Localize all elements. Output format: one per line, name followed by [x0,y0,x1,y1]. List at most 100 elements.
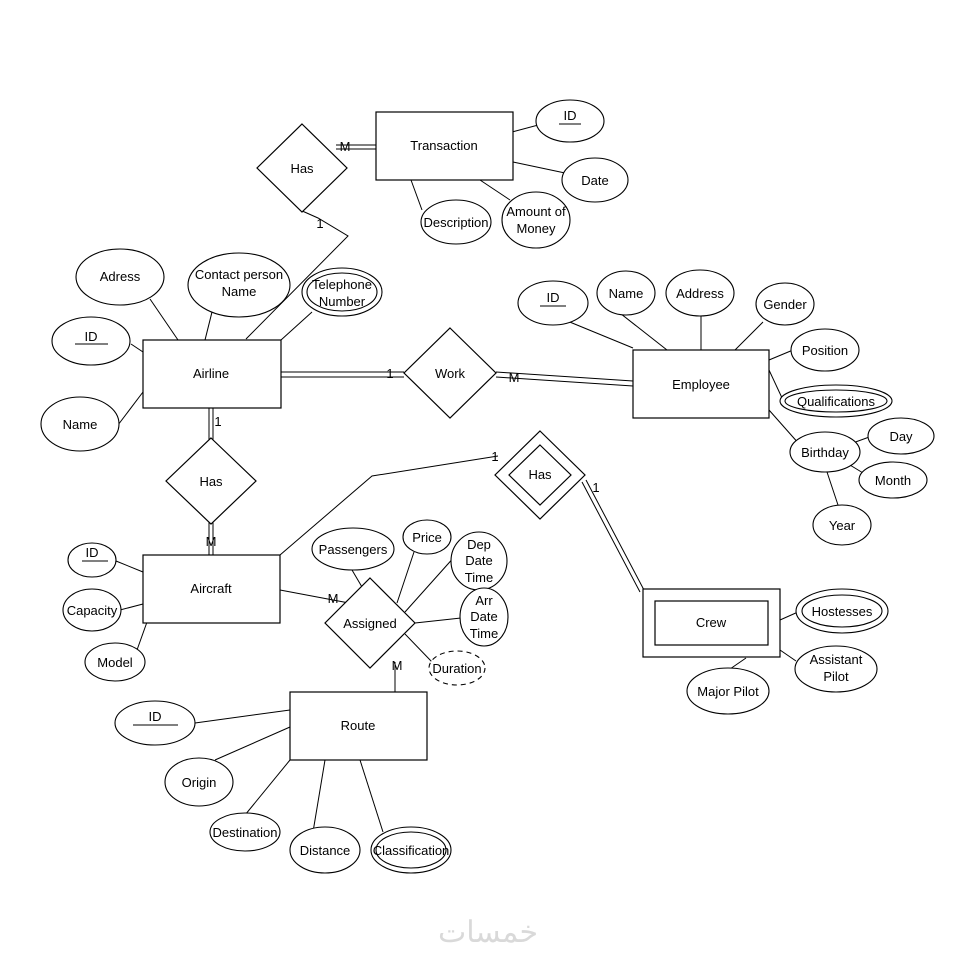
relationship-work[interactable]: Work [403,327,497,419]
attr-assigned-price[interactable]: Price [402,519,452,555]
entity-aircraft[interactable]: Aircraft [142,554,281,624]
attr-employee-position-label: Position [802,343,848,358]
attr-employee-id[interactable]: ID [517,280,589,326]
entity-employee-label: Employee [672,377,730,392]
attr-airline-id[interactable]: ID [51,316,131,366]
identifying-relationship-has-crew[interactable]: Has [494,430,586,520]
attr-employee-qualifications-label: Qualifications [797,394,876,409]
attr-crew-assistant-line2: Pilot [823,669,849,684]
cardinality-aircraft-has: M [206,534,217,549]
cardinality-airline-work: 1 [386,366,393,381]
entity-employee[interactable]: Employee [632,349,770,419]
attr-route-distance[interactable]: Distance [289,826,361,874]
cardinality-aircraft-assigned: M [328,591,339,606]
cardinality-employee-work: M [509,370,520,385]
attr-assigned-arr-line3: Time [470,626,498,641]
attr-employee-year-label: Year [829,518,856,533]
attr-crew-hostesses[interactable]: Hostesses [795,588,889,634]
entity-route-label: Route [341,718,376,733]
relationship-has-transaction[interactable]: Has [256,123,348,213]
attr-route-classification-label: Classification [373,843,450,858]
attr-route-id[interactable]: ID [114,700,196,746]
attr-employee-birthday[interactable]: Birthday [789,431,861,473]
attr-assigned-arr-line2: Date [470,609,497,624]
attr-airline-address[interactable]: Adress [75,248,165,306]
attr-transaction-description[interactable]: Description [420,199,492,245]
watermark-logo: خمسات [438,916,538,949]
relationship-assigned[interactable]: Assigned [324,577,416,669]
attr-airline-contact-line2: Name [222,284,257,299]
attr-crew-assistant-pilot[interactable]: Assistant Pilot [794,645,878,693]
attr-assigned-dep-line1: Dep [467,537,491,552]
attr-airline-contact[interactable]: Contact person Name [187,252,291,318]
entity-route[interactable]: Route [289,691,428,761]
attr-route-origin-label: Origin [182,775,217,790]
attr-employee-address[interactable]: Address [665,269,735,317]
cardinality-transaction-has: M [340,139,351,154]
attr-route-destination-label: Destination [212,825,277,840]
entity-transaction-label: Transaction [410,138,477,153]
entity-airline[interactable]: Airline [142,339,282,409]
attr-employee-position[interactable]: Position [790,328,860,372]
cardinality-airline-has: 1 [316,216,323,231]
attr-transaction-amount-line2: Money [516,221,556,236]
attr-aircraft-capacity-label: Capacity [67,603,118,618]
attr-employee-month[interactable]: Month [858,461,928,499]
attr-route-classification[interactable]: Classification [370,826,452,874]
attr-airline-id-label: ID [85,329,98,344]
attr-crew-assistant-line1: Assistant [810,652,863,667]
attr-employee-address-label: Address [676,286,724,301]
cardinality-airline-weak-has: 1 [491,449,498,464]
cardinality-crew-weak-has: 1 [592,480,599,495]
attr-route-distance-label: Distance [300,843,351,858]
attr-airline-telephone[interactable]: Telephone Number [301,267,383,317]
attr-route-destination[interactable]: Destination [209,812,281,852]
attr-assigned-dep-line2: Date [465,553,492,568]
attr-aircraft-model[interactable]: Model [84,642,146,682]
attr-transaction-date[interactable]: Date [561,157,629,203]
attr-route-id-label: ID [149,709,162,724]
attr-employee-gender[interactable]: Gender [755,282,815,326]
attr-aircraft-id[interactable]: ID [67,542,117,578]
relationship-has-crew-label: Has [528,467,552,482]
attr-assigned-dep-date-time[interactable]: Dep Date Time [450,531,508,591]
relationship-has-transaction-label: Has [290,161,314,176]
relationship-has-aircraft-label: Has [199,474,223,489]
attr-route-origin[interactable]: Origin [164,757,234,807]
relationship-has-aircraft[interactable]: Has [165,437,257,525]
attr-transaction-id[interactable]: ID [535,99,605,143]
attr-employee-day[interactable]: Day [867,417,935,455]
cardinality-route-assigned: M [392,658,403,673]
attr-airline-contact-line1: Contact person [195,267,283,282]
attr-crew-major-pilot[interactable]: Major Pilot [686,667,770,715]
cardinality-labels: M 1 1 M 1 M 1 1 M M [206,139,600,673]
attr-employee-month-label: Month [875,473,911,488]
attr-employee-name-label: Name [609,286,644,301]
attr-aircraft-capacity[interactable]: Capacity [62,588,122,632]
attr-airline-name[interactable]: Name [40,396,120,452]
attr-crew-major-pilot-label: Major Pilot [697,684,759,699]
attr-transaction-amount[interactable]: Amount of Money [501,191,571,249]
attr-employee-id-label: ID [547,290,560,305]
attr-assigned-passengers[interactable]: Passengers [311,527,395,571]
attr-transaction-date-label: Date [581,173,608,188]
attr-airline-telephone-line2: Number [319,294,366,309]
attr-airline-telephone-line1: Telephone [312,277,372,292]
attr-employee-name[interactable]: Name [596,270,656,316]
attr-employee-qualifications[interactable]: Qualifications [779,384,893,418]
attr-assigned-arr-date-time[interactable]: Arr Date Time [459,587,509,647]
attr-employee-year[interactable]: Year [812,504,872,546]
attr-assigned-price-label: Price [412,530,442,545]
entity-crew-label: Crew [696,615,727,630]
relationship-work-label: Work [435,366,466,381]
attr-transaction-description-label: Description [423,215,488,230]
attr-airline-address-label: Adress [100,269,141,284]
entity-transaction[interactable]: Transaction [375,111,514,181]
entity-airline-label: Airline [193,366,229,381]
relationship-assigned-label: Assigned [343,616,396,631]
weak-entity-crew[interactable]: Crew [642,588,781,658]
attr-assigned-duration-derived[interactable]: Duration [428,650,486,686]
cardinality-airline-has-aircraft: 1 [214,414,221,429]
attr-assigned-arr-line1: Arr [475,593,493,608]
